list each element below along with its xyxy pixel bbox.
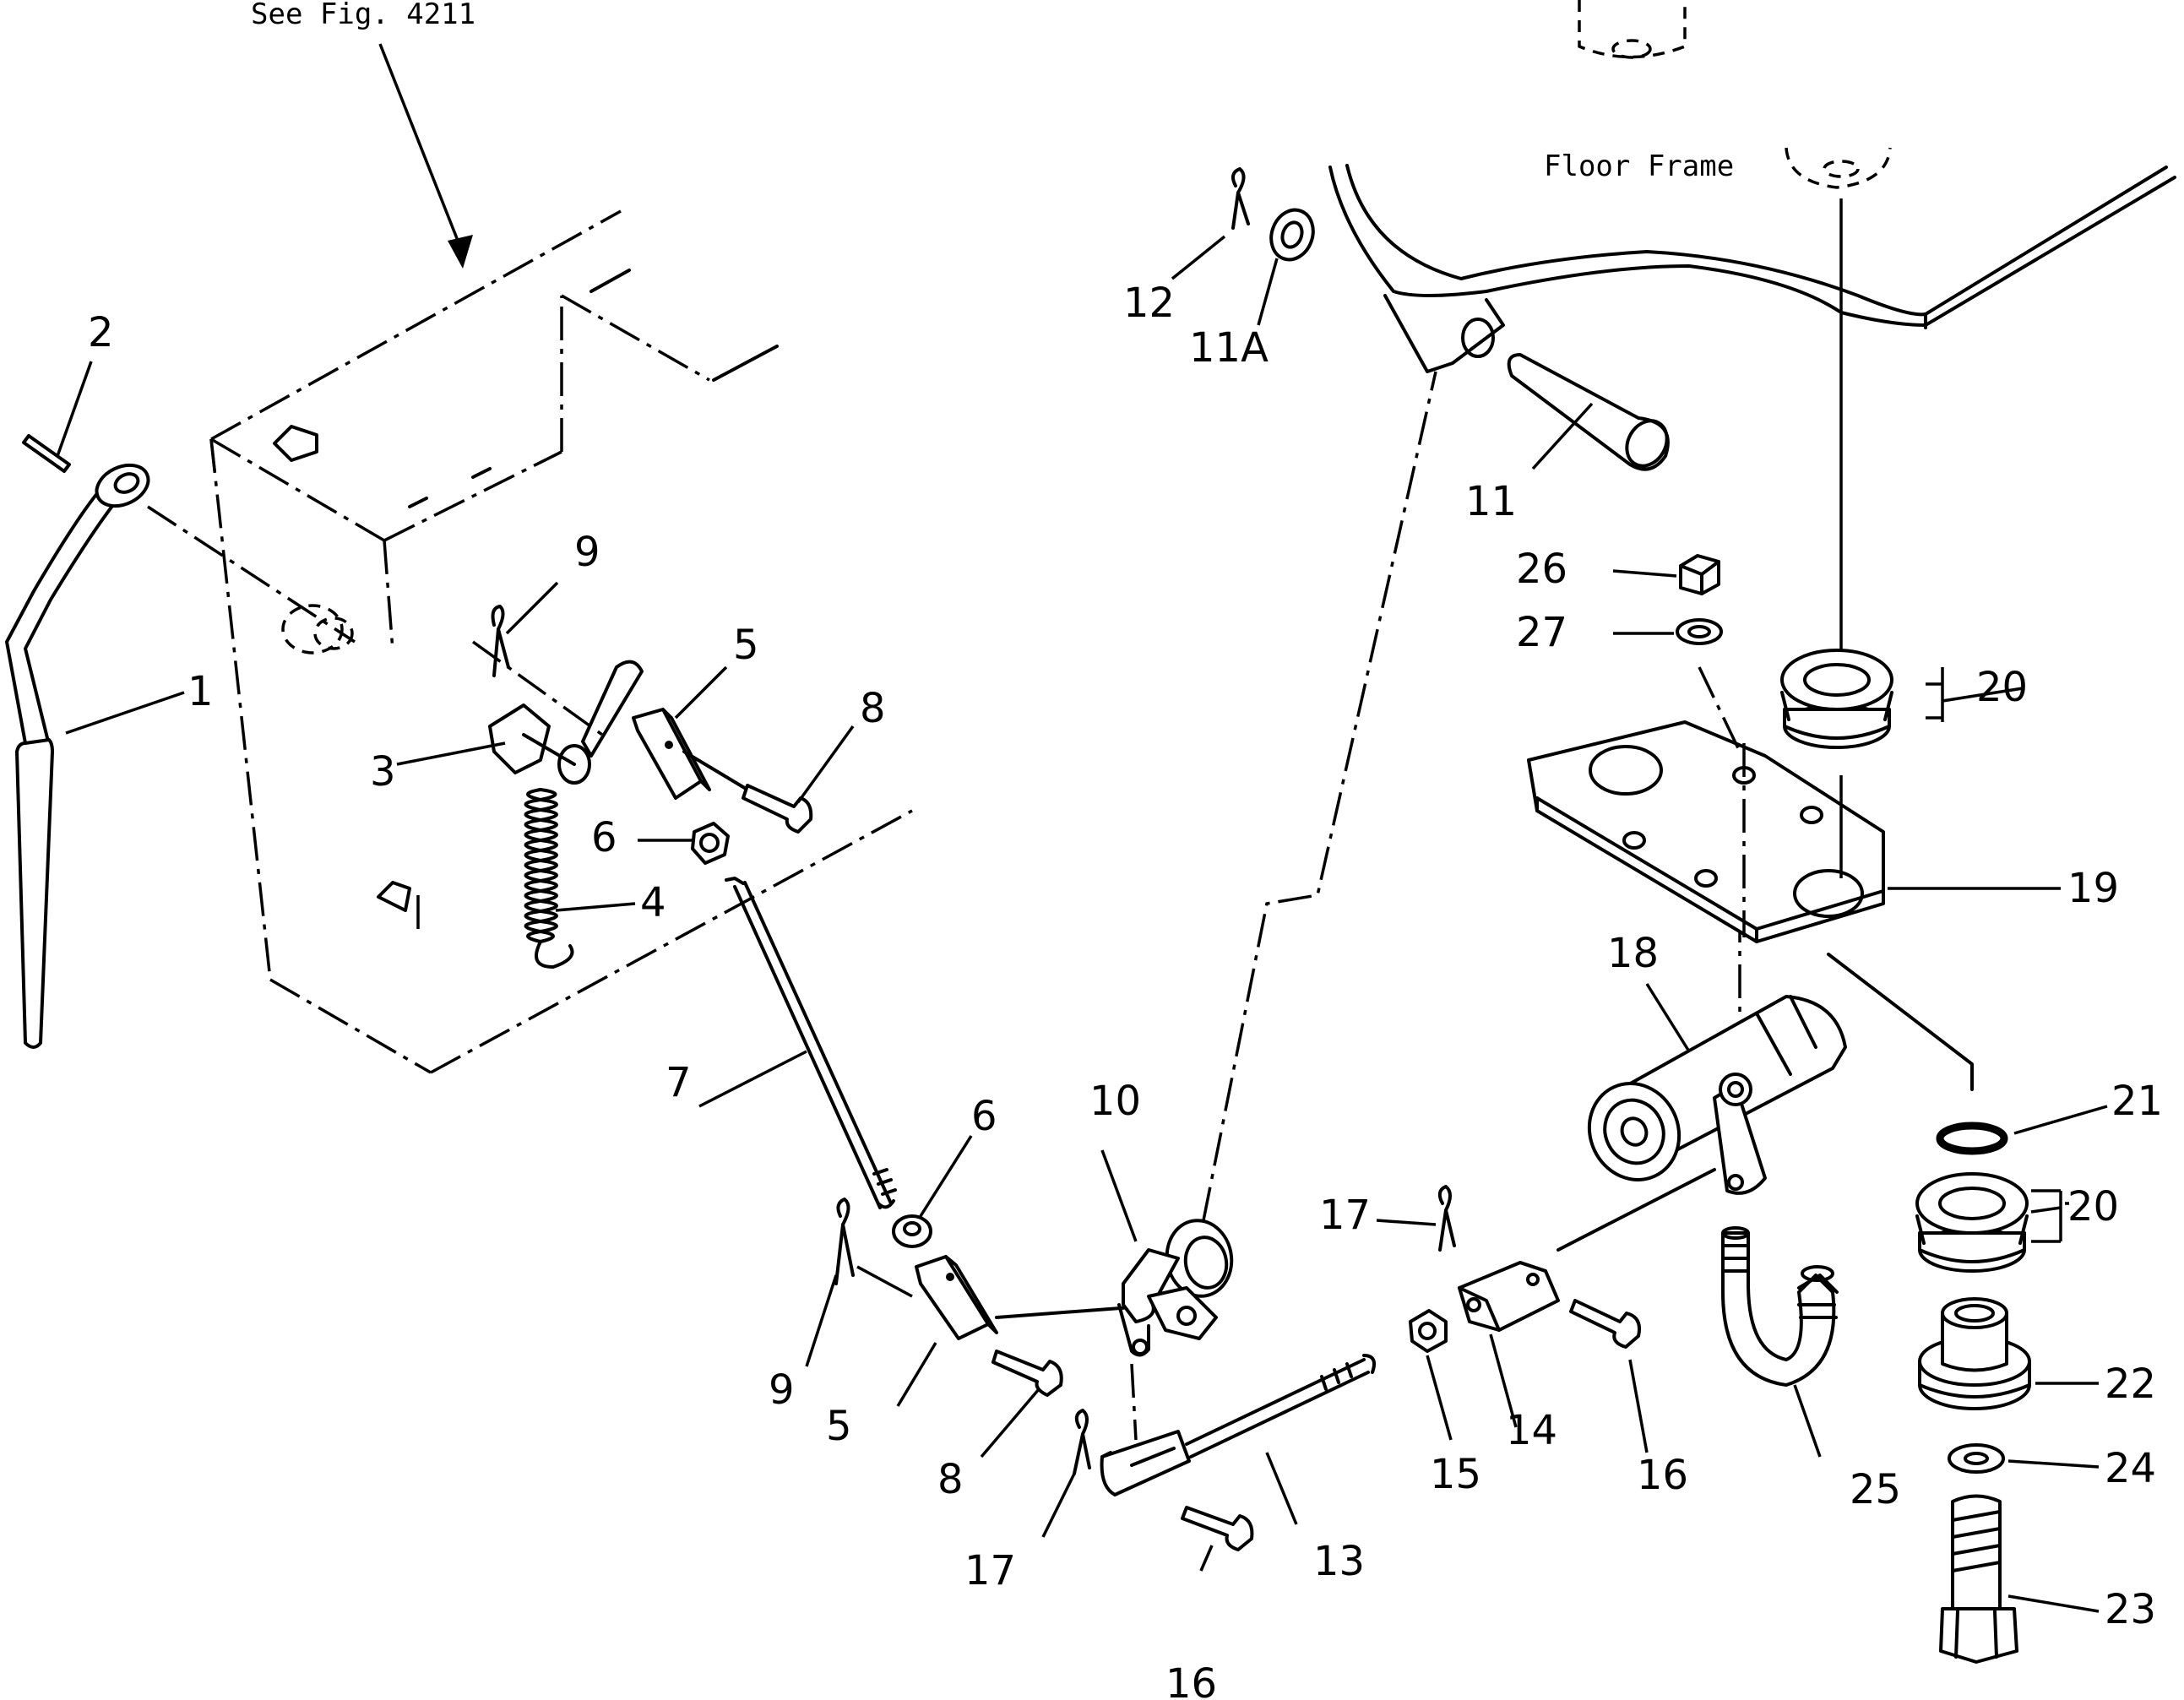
rod-part-7	[725, 877, 897, 1209]
hose-part-25	[1721, 1226, 1839, 1387]
bellcrank-part-10	[1117, 1219, 1234, 1441]
callout-11: 11	[1465, 478, 1517, 525]
nut-part-6-upper	[691, 822, 730, 865]
lever-arm-part-3	[471, 640, 644, 785]
callout-20-upper: 20	[1976, 664, 2028, 711]
callout-18: 18	[1607, 930, 1659, 977]
grommet-part-20-upper	[1780, 198, 1893, 749]
callout-23: 23	[2105, 1586, 2156, 1633]
cotter-pin-part-17-lower	[1073, 1409, 1091, 1475]
callout-1: 1	[187, 668, 214, 715]
cotter-pin-part-9-upper	[491, 605, 510, 677]
callout-7: 7	[666, 1059, 692, 1106]
valve-part-18	[1587, 853, 1847, 1195]
callout-9-lower: 9	[769, 1366, 795, 1414]
bolt-part-16-lower	[1181, 1506, 1254, 1551]
cotter-pin-part-9-lower	[834, 1198, 855, 1285]
bolt-part-16-right	[1569, 1299, 1641, 1349]
callout-4: 4	[640, 879, 666, 926]
pin-part-2	[22, 434, 71, 473]
floor-frame	[1328, 164, 2176, 373]
washer-part-11a	[1269, 208, 1315, 262]
callout-19: 19	[2067, 865, 2119, 912]
callout-15: 15	[1430, 1451, 1481, 1498]
collar-part-22	[1918, 1297, 2031, 1410]
spring-part-4	[524, 788, 574, 969]
see-fig-note: See Fig. 4211	[251, 0, 475, 31]
callout-6-lower: 6	[971, 1093, 997, 1140]
callout-24: 24	[2105, 1445, 2156, 1492]
washer-part-27	[1676, 618, 1741, 752]
bellcrank-to-frame-line	[1202, 371, 1437, 1221]
callout-16-right: 16	[1637, 1452, 1688, 1499]
clevis-part-5-upper	[632, 708, 749, 800]
nut-part-6-lower	[892, 1214, 932, 1248]
nut-part-15	[1409, 1309, 1448, 1353]
floor-frame-note: Floor Frame	[1544, 149, 1734, 183]
o-ring-part-21	[1936, 1122, 2008, 1155]
control-box	[209, 209, 913, 1074]
callout-11a: 11A	[1189, 324, 1269, 372]
callout-26: 26	[1516, 546, 1567, 593]
callout-8-lower: 8	[937, 1456, 964, 1503]
cotter-pin-part-17-upper	[1437, 1185, 1456, 1252]
callout-14: 14	[1506, 1407, 1557, 1454]
callout-12: 12	[1123, 280, 1175, 327]
callout-3: 3	[370, 748, 396, 796]
plate-part-19	[1527, 720, 1974, 1091]
callout-17-upper: 17	[1319, 1192, 1371, 1239]
callout-6-upper: 6	[591, 814, 617, 861]
callout-21: 21	[2111, 1078, 2163, 1125]
nut-part-26	[1679, 554, 1720, 595]
callout-5-lower: 5	[826, 1403, 852, 1450]
lever-pivot-phantom	[281, 604, 354, 654]
callout-labels: 1 2 3 4 5 5 6 6 7 8 8 9 9 10 11 11A 12 1…	[88, 280, 2163, 1700]
callout-25: 25	[1850, 1466, 1901, 1513]
see-fig-arrow	[378, 43, 473, 269]
callout-17-lower: 17	[964, 1547, 1016, 1594]
pin-part-11	[1507, 353, 1670, 471]
rod-part-13	[1100, 1354, 1376, 1496]
callout-5-upper: 5	[733, 622, 759, 669]
callout-13: 13	[1313, 1538, 1365, 1585]
washer-part-24	[1948, 1443, 2005, 1474]
leader-lines	[56, 235, 2108, 1613]
lever-part-1	[5, 463, 356, 1049]
grommet-part-20-lower	[1915, 1172, 2029, 1273]
bolt-part-8-upper	[742, 784, 813, 834]
cotter-pin-part-12	[1231, 167, 1250, 230]
callout-20-lower: 20	[2067, 1183, 2119, 1230]
callout-22: 22	[2105, 1361, 2156, 1408]
bolt-part-8-lower	[991, 1350, 1063, 1397]
bolt-part-23	[1939, 1494, 2018, 1664]
part-9-5-link	[856, 1265, 913, 1298]
callout-2: 2	[88, 309, 114, 356]
callout-16-lower: 16	[1165, 1660, 1217, 1700]
clevis-part-14	[1458, 1168, 1716, 1332]
callout-27: 27	[1516, 609, 1567, 656]
floor-mount-phantom	[1785, 147, 1892, 189]
callout-9-upper: 9	[574, 529, 600, 576]
upper-mount-phantom	[1578, 0, 1687, 59]
callout-8-upper: 8	[860, 685, 886, 732]
callout-10: 10	[1089, 1078, 1141, 1125]
